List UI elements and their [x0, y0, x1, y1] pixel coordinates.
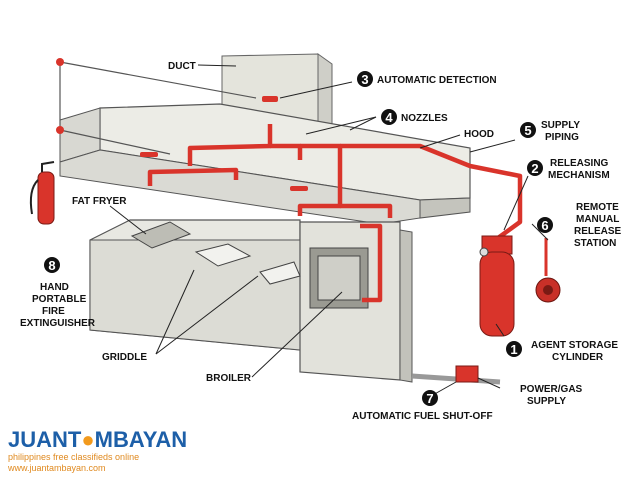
badge-1-text: 1: [510, 342, 517, 357]
watermark-logo: JUANT●MBAYAN philippines free classified…: [8, 428, 268, 476]
label-releasing-2: MECHANISM: [548, 170, 610, 181]
label-duct: DUCT: [168, 61, 196, 72]
label-remote-2: MANUAL: [576, 214, 619, 225]
label-power-2: SUPPLY: [527, 396, 566, 407]
label-hood: HOOD: [464, 129, 494, 140]
brand-logo: JUANT●MBAYAN: [8, 428, 268, 452]
badge-1: 1: [506, 341, 522, 357]
brand-site: www.juantambayan.com: [8, 463, 106, 473]
agent-storage-cylinder: [479, 235, 515, 337]
label-nozzles: NOZZLES: [401, 113, 448, 124]
label-fuel-shutoff: AUTOMATIC FUEL SHUT-OFF: [352, 411, 493, 422]
brand-part2: MBAYAN: [94, 427, 188, 452]
label-power-1: POWER/GAS: [520, 384, 583, 395]
label-fat-fryer: FAT FRYER: [72, 196, 127, 207]
label-agent-2: CYLINDER: [552, 352, 604, 363]
label-remote-3: RELEASE: [574, 226, 622, 237]
label-automatic-detection: AUTOMATIC DETECTION: [377, 75, 497, 86]
remote-release-station: [535, 238, 561, 303]
label-releasing-1: RELEASING: [550, 158, 609, 169]
badge-6: 6: [537, 217, 553, 233]
fuel-shutoff-valve: [411, 365, 501, 385]
badge-2: 2: [527, 160, 543, 176]
label-hand-3: FIRE: [42, 306, 65, 317]
badge-6-text: 6: [541, 218, 548, 233]
detection-line: [56, 58, 308, 191]
label-remote-4: STATION: [574, 238, 616, 249]
label-supply-piping-1: SUPPLY: [541, 120, 580, 131]
badge-8: 8: [44, 257, 60, 273]
label-hand-2: PORTABLE: [32, 294, 87, 305]
badge-5-text: 5: [524, 123, 531, 138]
badge-2-text: 2: [531, 161, 538, 176]
label-agent-1: AGENT STORAGE: [531, 340, 618, 351]
brand-o-icon: ●: [81, 427, 95, 452]
badge-4-text: 4: [385, 110, 393, 125]
badge-8-text: 8: [48, 258, 55, 273]
leader-lines: [109, 64, 549, 401]
badge-3-text: 3: [361, 72, 368, 87]
label-hand-1: HAND: [40, 282, 69, 293]
label-hand-4: EXTINGUISHER: [20, 318, 96, 329]
badge-3: 3: [357, 71, 373, 87]
label-supply-piping-2: PIPING: [545, 132, 579, 143]
badge-7: 7: [422, 390, 438, 406]
label-remote-1: REMOTE: [576, 202, 619, 213]
supply-piping: [147, 124, 523, 303]
hand-extinguisher: [29, 161, 55, 225]
label-griddle: GRIDDLE: [102, 352, 147, 363]
label-broiler: BROILER: [206, 373, 252, 384]
badge-4: 4: [381, 109, 397, 125]
appliances-shape: [89, 219, 413, 383]
brand-tagline: philippines free classifieds online: [8, 452, 140, 462]
badge-5: 5: [520, 122, 536, 138]
brand-part1: JUANT: [8, 427, 82, 452]
badge-7-text: 7: [426, 391, 433, 406]
